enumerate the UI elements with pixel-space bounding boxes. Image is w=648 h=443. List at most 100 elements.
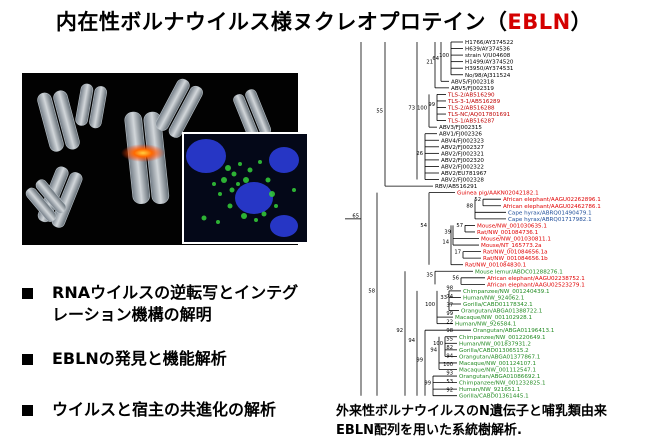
leaf-label: ABV5/FJ002319 <box>451 86 494 92</box>
support-value: 99 <box>424 380 431 386</box>
support-value: 53 <box>446 379 453 385</box>
leaf-label: Chimpanzee/NW_001232825.1 <box>459 381 546 387</box>
leaf-label: TLS-3-1/AB516289 <box>447 99 501 105</box>
leaf-label: ABV2/FJ002322 <box>441 164 484 170</box>
support-value: 37 <box>446 302 453 308</box>
leaf-label: Chimpanzee/NW_001240439.1 <box>463 289 550 295</box>
support-value: 98 <box>446 285 453 291</box>
leaf-label: TLS-2/AB516290 <box>447 92 495 98</box>
leaf-label: Rat/NW_001084656.1b <box>483 256 548 262</box>
leaf-label: Mouse/NW_001030635.1 <box>477 223 547 229</box>
support-value: 74 <box>446 294 453 300</box>
leaf-label: Human/NW_921651.1 <box>459 387 521 393</box>
leaf-label: ABV2/FJ002328 <box>441 178 484 184</box>
leaf-label: Mouse lemur/ABDC01288276.1 <box>475 269 563 275</box>
support-value: 64 <box>432 56 439 62</box>
leaf-label: strain V/U04608 <box>465 53 511 59</box>
leaf-label: ABV2/EU781967 <box>441 171 487 177</box>
support-value: 39 <box>444 230 451 236</box>
title-accent: EBLN <box>507 10 571 34</box>
topic-item: EBLNの発見と機能解析 <box>18 348 227 370</box>
support-value: 58 <box>368 289 375 295</box>
support-value: 17 <box>454 249 461 255</box>
leaf-label: Mouse/NT_165773.2a <box>481 243 542 249</box>
leaf-label: Human/NW_924062.1 <box>463 295 525 301</box>
topic-item: ウイルスと宿主の共進化の解析 <box>18 399 276 421</box>
support-value: 22 <box>446 319 453 325</box>
leaf-label: Rat/NW_001084736.1 <box>477 230 539 236</box>
support-value: 94 <box>446 354 453 360</box>
support-value: 100 <box>443 362 453 368</box>
leaf-label: African elephant/AAGU02238752.1 <box>487 276 585 282</box>
support-value: 100 <box>433 341 443 347</box>
support-value: 56 <box>452 276 459 282</box>
bullet-square-icon <box>22 354 33 365</box>
leaf-label: Cape hyrax/ABRQ01490479.1 <box>508 210 592 216</box>
support-value: 82 <box>446 345 453 351</box>
leaf-label: Macaque/NW_001112547.1 <box>459 368 536 374</box>
leaf-label: TLS-1/AB516287 <box>447 119 495 125</box>
support-value: 92 <box>446 388 453 394</box>
leaf-label: Gorilla/CABD01178342.1 <box>463 302 533 308</box>
leaf-label: ABV2/FJ002320 <box>441 158 484 164</box>
support-value: 99 <box>428 102 435 108</box>
support-value: 14 <box>442 240 449 246</box>
leaf-label: African elephant/AAGU02262896.1 <box>503 197 601 203</box>
leaf-label: ABV1/FJ002326 <box>439 132 482 138</box>
leaf-label: Human/NW_926584.1 <box>455 322 517 328</box>
topic-item: RNAウイルスの逆転写とインテグ レーション機構の解明 <box>18 282 298 326</box>
leaf-label: Orangutan/ABGA01196413.1 <box>473 328 555 334</box>
leaf-label: Orangutan/ABGA01086692.1 <box>459 374 541 380</box>
bullet-square-icon <box>22 288 33 299</box>
support-value: 94 <box>408 338 415 344</box>
support-value: 73 <box>408 105 415 111</box>
figure-caption: 外来性ボルナウイルスのN遺伝子と哺乳類由来 EBLN配列を用いた系統樹解析. <box>336 404 607 438</box>
support-value: 55 <box>446 336 453 342</box>
support-value: 93 <box>446 371 453 377</box>
support-value: 100 <box>425 302 435 308</box>
fluorescence-illustration <box>184 134 307 242</box>
leaf-label: Rat/NW_001084656.1a <box>483 250 548 256</box>
support-value: 92 <box>396 328 403 334</box>
leaf-label: ABV2/FJ002327 <box>441 145 484 151</box>
leaf-label: Gorilla/CABD01361445.1 <box>459 394 529 400</box>
support-value: 52 <box>474 197 481 203</box>
support-value: 99 <box>446 311 453 317</box>
support-value: 33 <box>440 295 447 301</box>
leaf-label: African elephant/AAGU02462786.1 <box>503 204 601 210</box>
support-value: 100 <box>417 105 427 111</box>
leaf-label: Human/NW_001837931.2 <box>459 341 531 347</box>
leaf-label: TLS-2/AB516288 <box>447 106 495 112</box>
support-value: 35 <box>426 272 433 278</box>
support-value: 88 <box>466 204 473 210</box>
leaf-label: RBV/AB516291 <box>435 184 478 190</box>
leaf-label: Mouse/NW_001030811.1 <box>481 237 551 243</box>
bullet-square-icon <box>22 405 33 416</box>
leaf-label: Macaque/NW_001124107.1 <box>459 361 536 367</box>
leaf-label: African elephant/AAGU02523279.1 <box>487 282 585 288</box>
leaf-label: Guinea pig/AAKN02042182.1 <box>457 191 539 197</box>
leaf-label: ABV2/FJ002321 <box>441 151 484 157</box>
support-value: 94 <box>430 348 437 354</box>
support-value: 26 <box>416 151 423 157</box>
leaf-label: Gorilla/CABD01306515.2 <box>459 348 529 354</box>
leaf-label: H1766/AY374522 <box>465 40 514 46</box>
support-value: 65 <box>352 213 359 219</box>
leaf-label: Macaque/NW_001102928.1 <box>455 315 532 321</box>
leaf-label: Orangutan/ABGA01388722.1 <box>461 309 543 315</box>
leaf-label: ABV5/FJ002318 <box>451 79 494 85</box>
fluorescence-micrograph <box>182 132 309 244</box>
tree-branches <box>345 41 506 397</box>
leaf-label: TLS-NC/AQ017801691 <box>447 112 511 118</box>
support-value: 57 <box>456 223 463 229</box>
leaf-label: H639/AY374536 <box>465 47 510 53</box>
leaf-label: Chimpanzee/NW_001220649.1 <box>459 335 546 341</box>
leaf-label: Cape hyrax/ABRQ01717982.1 <box>508 217 592 223</box>
leaf-label: ABV3/FJ002315 <box>439 125 482 131</box>
leaf-label: Orangutan/ABGA01377867.1 <box>459 354 541 360</box>
page-title: 内在性ボルナウイルス様ヌクレオプロテイン（EBLN） <box>55 10 593 34</box>
leaf-label: Rat/NW_001084830.1 <box>465 263 527 269</box>
support-value: 55 <box>376 109 383 115</box>
support-value: 99 <box>416 357 423 363</box>
